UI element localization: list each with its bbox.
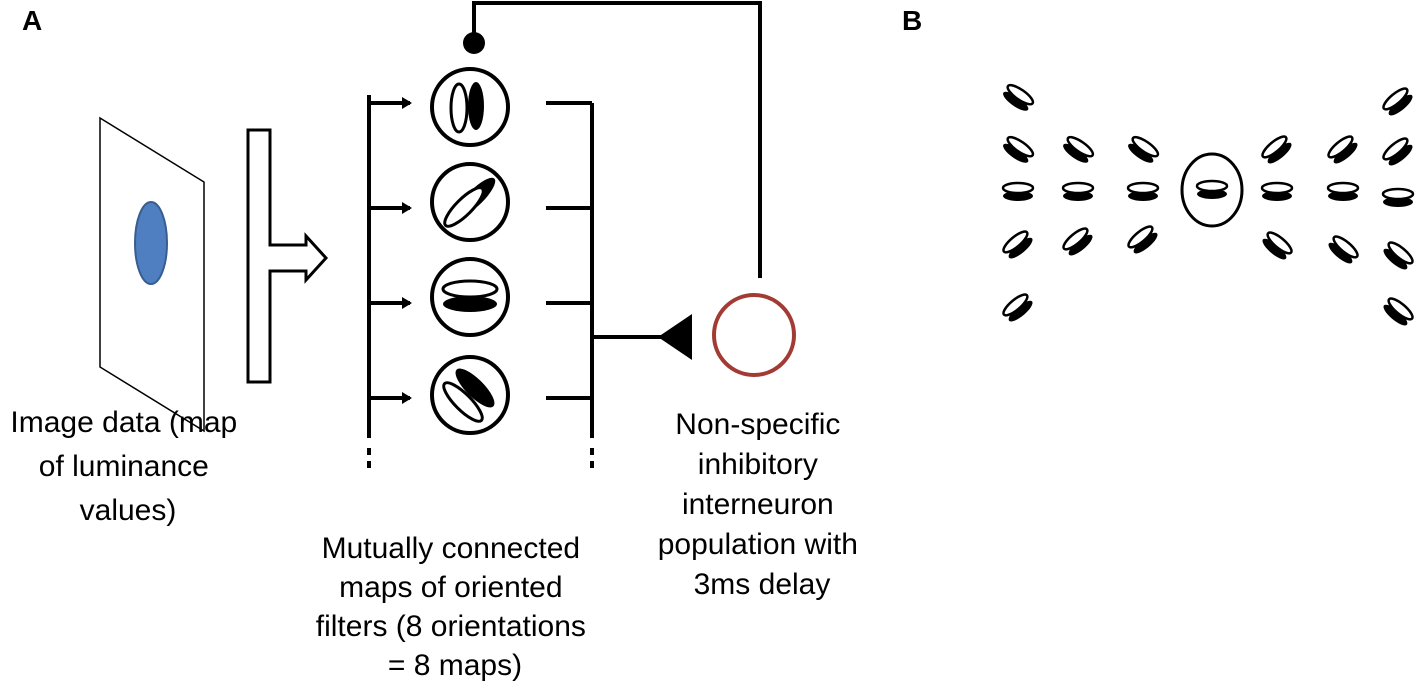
filter-subfield-off: [1063, 143, 1089, 163]
filter-subfield-on: [1127, 225, 1154, 249]
filter-subfield-off: [1328, 242, 1353, 264]
caption-oriented-maps: Mutually connected maps of oriented filt…: [316, 532, 594, 682]
oriented-filter-pair: [1381, 187, 1415, 207]
filter-subfield-off: [1388, 94, 1413, 116]
filter-subfield-off: [1383, 248, 1408, 270]
oriented-filter-pair: [1328, 235, 1359, 264]
filter-subfield-off: [1333, 142, 1358, 164]
filter-subfield-on: [1387, 297, 1414, 321]
filter-subfield-on: [1126, 181, 1160, 195]
oriented-filter-pair: [1327, 135, 1358, 164]
filter-subfield-on: [1131, 135, 1160, 158]
oriented-filter-pair: [1261, 135, 1292, 164]
filter-subfield-on: [1387, 241, 1414, 265]
filter-subfield-off: [1003, 91, 1029, 111]
filter-subfield-off: [1003, 143, 1029, 163]
filter-subfield-off: [1128, 143, 1154, 163]
oriented-filter-pair: [1002, 230, 1033, 259]
orientation-map-diagonal-135: [430, 355, 510, 435]
filter-subfield-on: [1382, 87, 1409, 111]
synapse-terminals: [402, 97, 412, 404]
oriented-filter-pair: [1003, 83, 1035, 111]
oriented-filter-pair: [1063, 135, 1095, 163]
filter-subfield-on: [1062, 227, 1089, 251]
oriented-filter-pair: [1002, 293, 1033, 322]
filter-subfield-off: [1383, 304, 1408, 326]
stimulus-ellipse: [134, 201, 168, 285]
filter-subfield-on: [1326, 181, 1360, 195]
right-output-bus: [546, 101, 665, 474]
filter-subfield-on: [1260, 181, 1294, 195]
filter-subfield-off: [1267, 142, 1292, 164]
caption-interneuron: Non-specific inhibitory interneuron popu…: [658, 408, 867, 601]
filter-subfield-on: [1332, 235, 1359, 259]
filter-subfield-on: [1001, 181, 1035, 195]
oriented-filter-pair: [1128, 135, 1160, 163]
orientation-map-vertical: [430, 67, 510, 147]
filter-subfield-on: [1002, 230, 1029, 254]
oriented-filter-pair: [1126, 181, 1160, 201]
oriented-filter-pair: [1383, 297, 1414, 326]
orientation-map-horizontal: [430, 257, 510, 337]
filter-subfield-on: [1006, 83, 1035, 106]
orientation-map-diagonal-45: [430, 162, 510, 242]
central-filter-outline: [1180, 152, 1244, 228]
oriented-filter-pair: [1127, 225, 1158, 254]
oriented-filter-pair: [1383, 241, 1414, 270]
filter-subfield-off: [1008, 237, 1033, 259]
oriented-filter-pair: [1003, 135, 1035, 163]
oriented-filter-pair: [1260, 181, 1294, 201]
inhibitory-synapse-terminal: [463, 32, 485, 54]
filter-subfield-off: [1262, 238, 1287, 260]
caption-image-data: Image data (map of luminance values): [10, 406, 245, 527]
inhibitory-interneuron: [712, 293, 796, 377]
oriented-filter-pair: [1262, 231, 1293, 260]
filter-subfield-off: [1008, 300, 1033, 322]
filter-subfield-off: [1068, 234, 1093, 256]
filter-subfield-on: [1382, 137, 1409, 161]
inhibitory-feedback-line: [472, 1, 762, 278]
oriented-filter-pair: [1326, 181, 1360, 201]
left-connection-bus: [367, 95, 410, 474]
oriented-filter-pair: [1062, 227, 1093, 256]
excitatory-synapse-arrow: [658, 314, 692, 360]
filter-subfield-off: [1133, 232, 1158, 254]
filter-subfield-on: [1006, 135, 1035, 158]
oriented-filter-pair: [1195, 179, 1229, 199]
filter-subfield-on: [1061, 181, 1095, 195]
input-arrow: [246, 128, 329, 384]
panel-label-a: A: [22, 5, 42, 36]
filter-subfield-on: [1266, 231, 1293, 255]
filter-subfield-on: [1195, 179, 1229, 193]
filter-subfield-off: [1388, 144, 1413, 166]
filter-subfield-on: [1261, 135, 1288, 159]
image-plane: [99, 116, 205, 433]
oriented-filter-pair: [1001, 181, 1035, 201]
filter-subfield-on: [1002, 293, 1029, 317]
filter-subfield-on: [1381, 187, 1415, 201]
oriented-filter-pair: [1382, 137, 1413, 166]
filter-subfield-on: [1066, 135, 1095, 158]
filter-subfield-on: [1327, 135, 1354, 159]
panel-label-b: B: [902, 5, 922, 36]
association-field: [1001, 83, 1415, 326]
oriented-filter-pair: [1382, 87, 1413, 116]
oriented-filter-pair: [1061, 181, 1095, 201]
